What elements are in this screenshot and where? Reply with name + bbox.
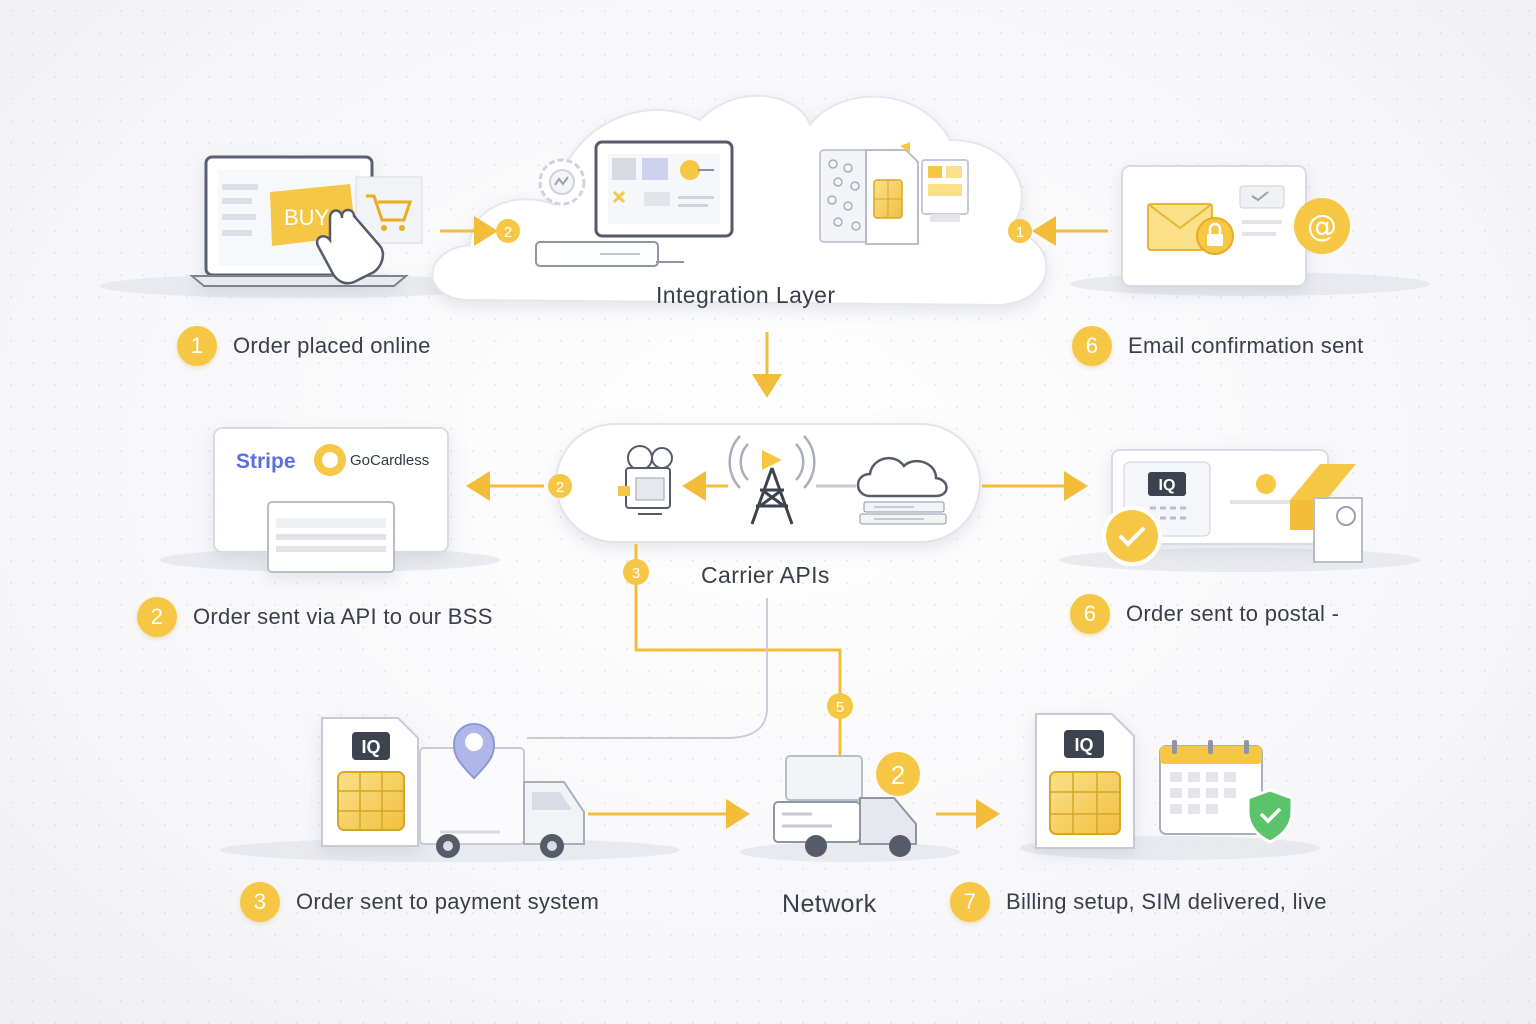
gocardless-logo	[314, 444, 346, 476]
step-number-badge: 2	[137, 597, 177, 637]
integration-layer-title: Integration Layer	[656, 282, 836, 308]
step-label-payment-system: 3 Order sent to payment system	[240, 882, 599, 922]
stripe-logo-text: Stripe	[236, 450, 296, 473]
svg-text:2: 2	[556, 479, 564, 496]
step-number-badge: 1	[177, 326, 217, 366]
cloud-server-icon	[856, 456, 948, 525]
sim-card-final-icon: IQ	[1035, 713, 1135, 849]
network-truck-icon: 2	[773, 752, 920, 857]
svg-text:2: 2	[504, 224, 512, 241]
carrier-monitor-icon	[618, 445, 673, 515]
network-badge-number: 2	[891, 760, 905, 790]
step-text: Email confirmation sent	[1128, 333, 1364, 358]
step-number-badge: 3	[240, 882, 280, 922]
at-sign-glyph: @	[1307, 209, 1337, 244]
connector-badge: 2	[548, 474, 572, 498]
check-badge-icon	[1102, 506, 1162, 566]
dashboard-icon	[921, 159, 969, 222]
location-pin-icon	[452, 723, 496, 780]
postal-card: IQ	[1111, 449, 1329, 545]
connector-badge: 5	[827, 693, 853, 719]
parcel-box-icon	[1290, 464, 1363, 563]
sim-card-icon	[865, 142, 919, 245]
shield-check-icon	[1246, 788, 1294, 844]
step-text: Billing setup, SIM delivered, live	[1006, 889, 1327, 914]
step-label-order-placed: 1 Order placed online	[177, 326, 431, 366]
at-sign-icon: @	[1294, 198, 1350, 254]
svg-text:1: 1	[1016, 224, 1024, 241]
sim-card-large-icon: IQ	[321, 717, 419, 847]
step-label-order-postal: 6 Order sent to postal -	[1070, 594, 1339, 634]
gear-icon	[538, 158, 586, 206]
step-text: Order sent via API to our BSS	[193, 604, 493, 629]
connector-badge: 2	[496, 219, 520, 243]
sim-brand-left: IQ	[361, 737, 380, 757]
step-label-email-confirmation: 6 Email confirmation sent	[1072, 326, 1364, 366]
monitor-icon	[535, 140, 734, 267]
server-rack-icon	[819, 149, 871, 243]
connector-badge: 3	[623, 559, 649, 585]
network-link-line	[527, 598, 768, 739]
cell-tower-icon	[728, 435, 816, 525]
calendar-icon	[1159, 740, 1263, 835]
gocardless-logo-text: GoCardless	[350, 452, 430, 469]
connectors	[440, 216, 1108, 829]
carrier-apis-title: Carrier APIs	[701, 562, 830, 588]
network-title: Network	[782, 890, 877, 918]
sim-brand-right: IQ	[1074, 735, 1093, 755]
postal-sim-brand: IQ	[1159, 477, 1176, 494]
buy-label: BUY	[284, 205, 330, 230]
step-number-badge: 7	[950, 882, 990, 922]
truck-icon	[419, 747, 585, 858]
svg-text:3: 3	[632, 565, 640, 582]
step-text: Order sent to payment system	[296, 889, 600, 914]
step-number-badge: 6	[1072, 326, 1112, 366]
hand-cursor-icon	[315, 208, 385, 285]
lock-icon	[1196, 217, 1234, 255]
svg-text:5: 5	[836, 699, 844, 716]
step-number-badge: 6	[1070, 594, 1110, 634]
step-label-order-api-bss: 2 Order sent via API to our BSS	[137, 597, 493, 637]
step-text: Order sent to postal -	[1126, 601, 1340, 626]
step-text: Order placed online	[233, 333, 431, 358]
payment-provider-card	[213, 427, 449, 573]
step-label-billing-live: 7 Billing setup, SIM delivered, live	[950, 882, 1327, 922]
connector-badge: 1	[1008, 219, 1032, 243]
